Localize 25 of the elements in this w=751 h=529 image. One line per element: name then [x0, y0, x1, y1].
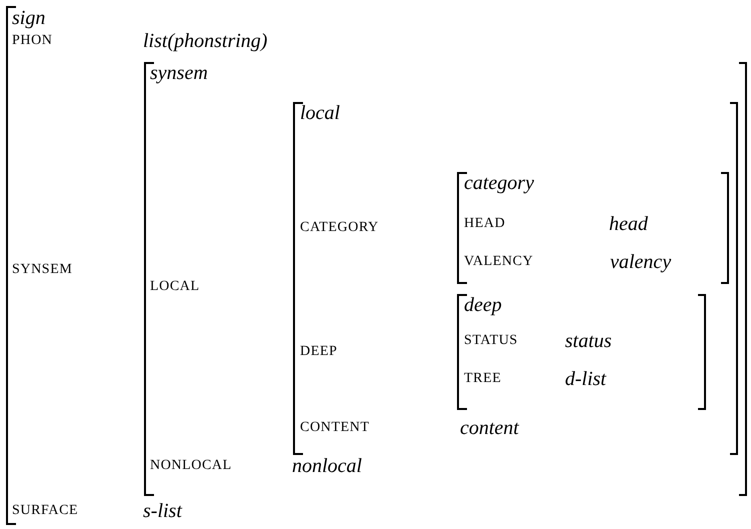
- type-label: sign: [12, 6, 46, 30]
- attribute-value: content: [460, 416, 519, 440]
- type-label: synsem: [150, 61, 208, 85]
- attribute-name: VALENCY: [464, 253, 534, 271]
- attribute-value: valency: [610, 250, 672, 274]
- attribute-name: SURFACE: [12, 502, 78, 520]
- attribute-value: nonlocal: [292, 454, 362, 478]
- attribute-name: TREE: [464, 370, 502, 388]
- attribute-name: CONTENT: [300, 419, 370, 437]
- attribute-name: PHON: [12, 32, 53, 50]
- attribute-value: status: [565, 329, 612, 353]
- attribute-value: head: [609, 212, 648, 236]
- type-label: category: [464, 171, 534, 195]
- attribute-name: STATUS: [464, 332, 518, 350]
- attribute-name: SYNSEM: [12, 261, 72, 279]
- attribute-name: DEEP: [300, 343, 338, 361]
- type-label: deep: [464, 293, 502, 317]
- attribute-value: list(phonstring): [143, 29, 268, 53]
- attribute-value: d-list: [565, 367, 606, 391]
- attribute-name: NONLOCAL: [150, 457, 232, 475]
- attribute-name: LOCAL: [150, 278, 200, 296]
- attribute-name: CATEGORY: [300, 219, 379, 237]
- attribute-value: s-list: [143, 499, 182, 523]
- type-label: local: [300, 101, 340, 125]
- attribute-name: HEAD: [464, 215, 506, 233]
